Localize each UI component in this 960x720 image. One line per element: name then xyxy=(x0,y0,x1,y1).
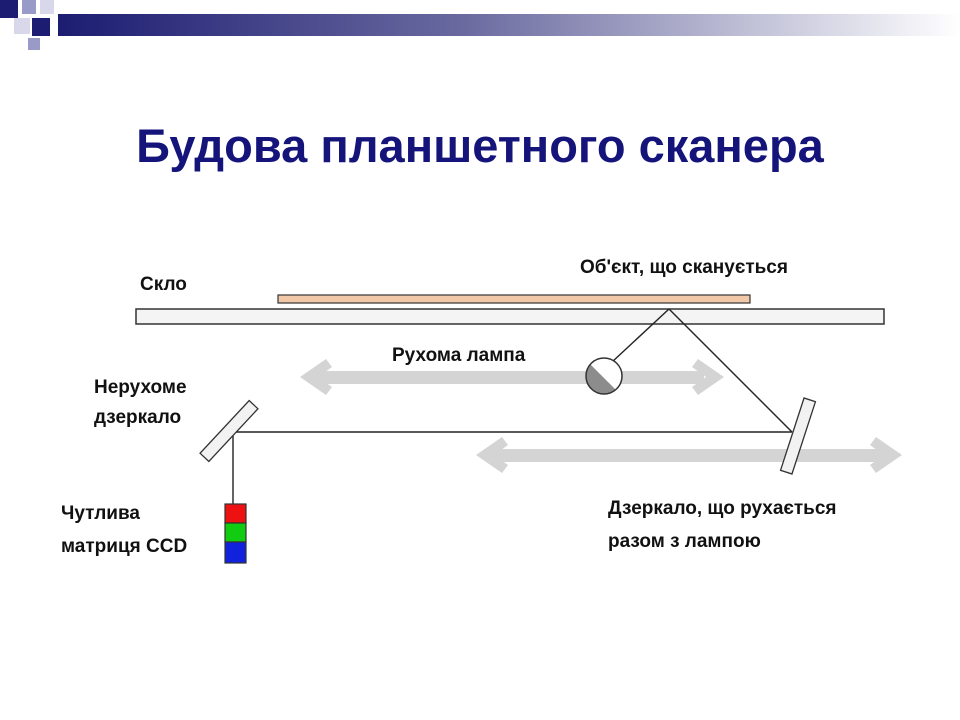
glass-plate xyxy=(135,308,885,325)
moving-mirror xyxy=(779,397,817,475)
label-ccd-line2: матриця CCD xyxy=(61,536,188,557)
label-ccd-line1: Чутлива xyxy=(61,503,140,524)
header-gradient-bar xyxy=(58,14,960,36)
ccd-blue-cell xyxy=(224,541,247,564)
ccd-red-cell xyxy=(224,503,247,524)
header-square xyxy=(28,38,40,50)
header-decoration xyxy=(0,0,960,50)
mirror-motion-arrow xyxy=(476,437,902,473)
label-fixed-mirror-line1: Нерухоме xyxy=(94,377,187,398)
lamp-icon xyxy=(585,357,623,395)
label-moving-mirror-line1: Дзеркало, що рухається xyxy=(608,498,837,519)
ccd-green-cell xyxy=(224,522,247,543)
label-scanned-object: Об'єкт, що сканується xyxy=(580,257,788,278)
header-square xyxy=(14,18,30,34)
ccd-sensor xyxy=(224,503,247,564)
header-square xyxy=(22,0,36,14)
page-title: Будова планшетного сканера xyxy=(136,119,824,172)
header-square xyxy=(0,0,18,18)
label-moving-lamp: Рухома лампа xyxy=(392,345,526,366)
light-path xyxy=(232,308,793,504)
label-moving-mirror-line2: разом з лампою xyxy=(608,531,761,552)
header-square xyxy=(32,18,50,36)
scanned-object xyxy=(277,294,751,304)
header-square xyxy=(40,0,54,14)
label-fixed-mirror-line2: дзеркало xyxy=(94,407,182,428)
label-glass: Скло xyxy=(140,274,187,295)
fixed-mirror xyxy=(199,399,259,463)
